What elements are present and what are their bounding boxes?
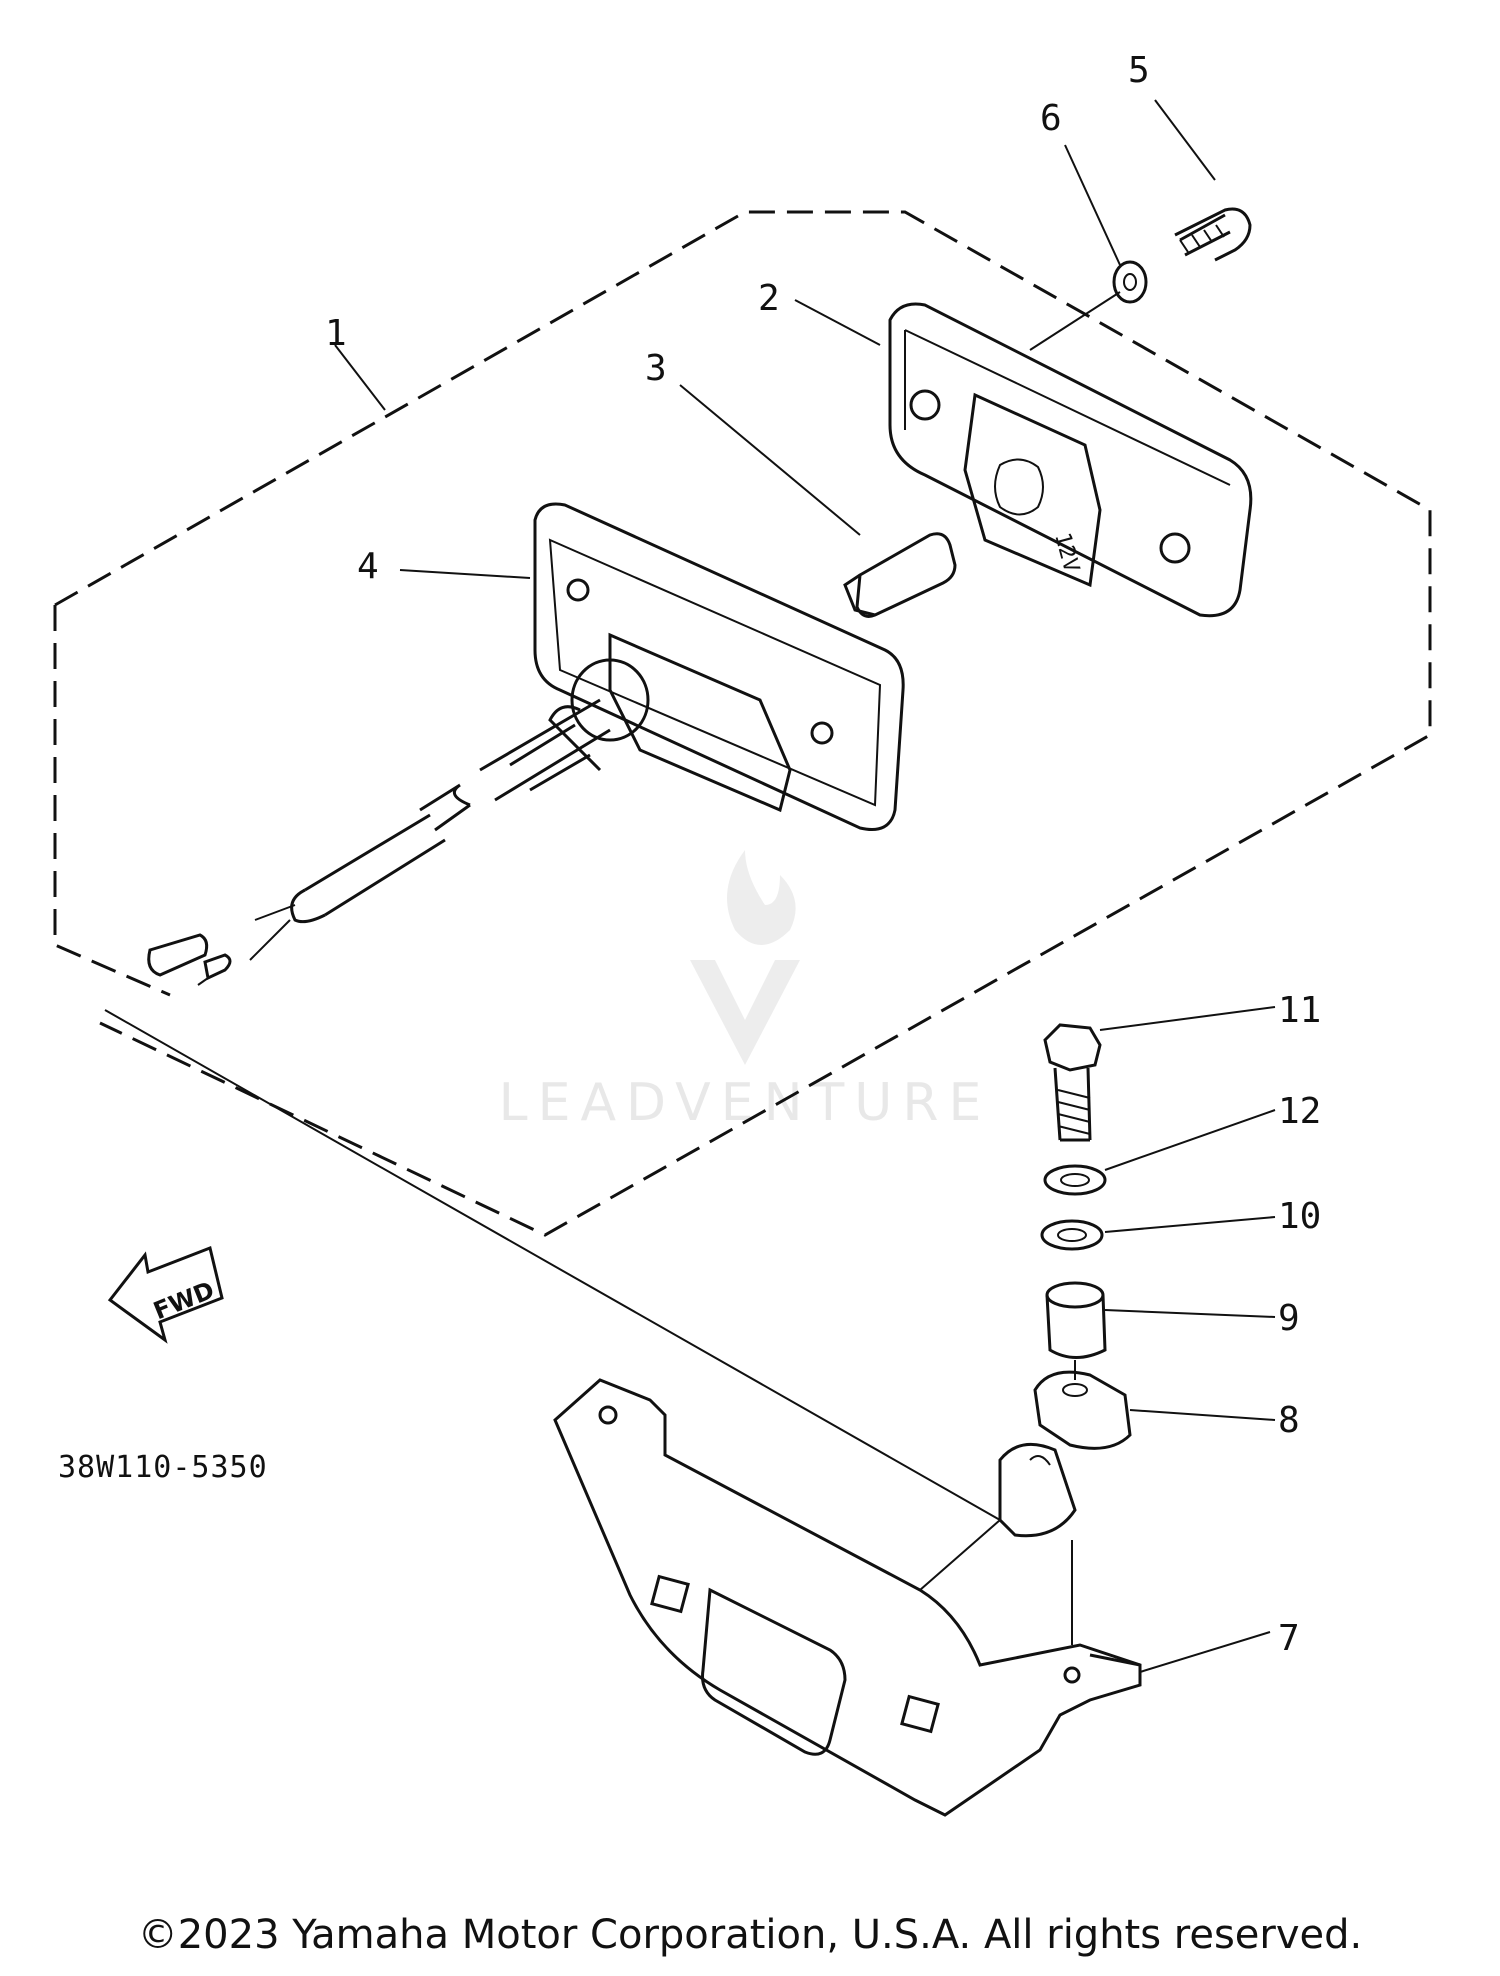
callout-9: 9: [1278, 1298, 1300, 1339]
callout-3: 3: [645, 348, 667, 389]
callout-10: 10: [1278, 1196, 1321, 1237]
callout-12: 12: [1278, 1091, 1321, 1132]
watermark-text: LEADVENTURE: [499, 1073, 992, 1133]
bulb-part-3: [843, 532, 957, 618]
bracket-part-8: [998, 1370, 1132, 1538]
callout-8: 8: [1278, 1400, 1300, 1441]
watermark: LEADVENTURE: [499, 850, 992, 1133]
leader-6-to-lens: [1029, 291, 1121, 351]
housing-part-4: [147, 502, 905, 986]
callout-7: 7: [1278, 1618, 1300, 1659]
lockwasher-part-12: [1043, 1164, 1107, 1196]
callout-11: 11: [1278, 990, 1321, 1031]
assembly-outline: [53, 210, 1432, 1237]
washer-part-6: [1112, 260, 1148, 304]
callout-4: 4: [357, 546, 379, 587]
lens-part-2: 12V: [888, 302, 1253, 618]
bolt-part-11: [1043, 1023, 1102, 1142]
callout-1: 1: [325, 313, 347, 354]
callout-2: 2: [758, 278, 780, 319]
part-number: 38W110-5350: [58, 1450, 268, 1485]
collar-part-9: [1045, 1281, 1107, 1359]
leader-lines: [104, 99, 1276, 1673]
plate-part-7: [553, 1378, 1142, 1817]
callout-6: 6: [1040, 98, 1062, 139]
callout-5: 5: [1128, 50, 1150, 91]
copyright-notice: ©2023 Yamaha Motor Corporation, U.S.A. A…: [137, 1912, 1363, 1958]
fwd-label: FWD: [150, 1276, 219, 1325]
washer-part-10: [1040, 1219, 1104, 1251]
screw-part-5: [1174, 207, 1252, 262]
fwd-arrow-icon: FWD: [107, 1245, 224, 1344]
